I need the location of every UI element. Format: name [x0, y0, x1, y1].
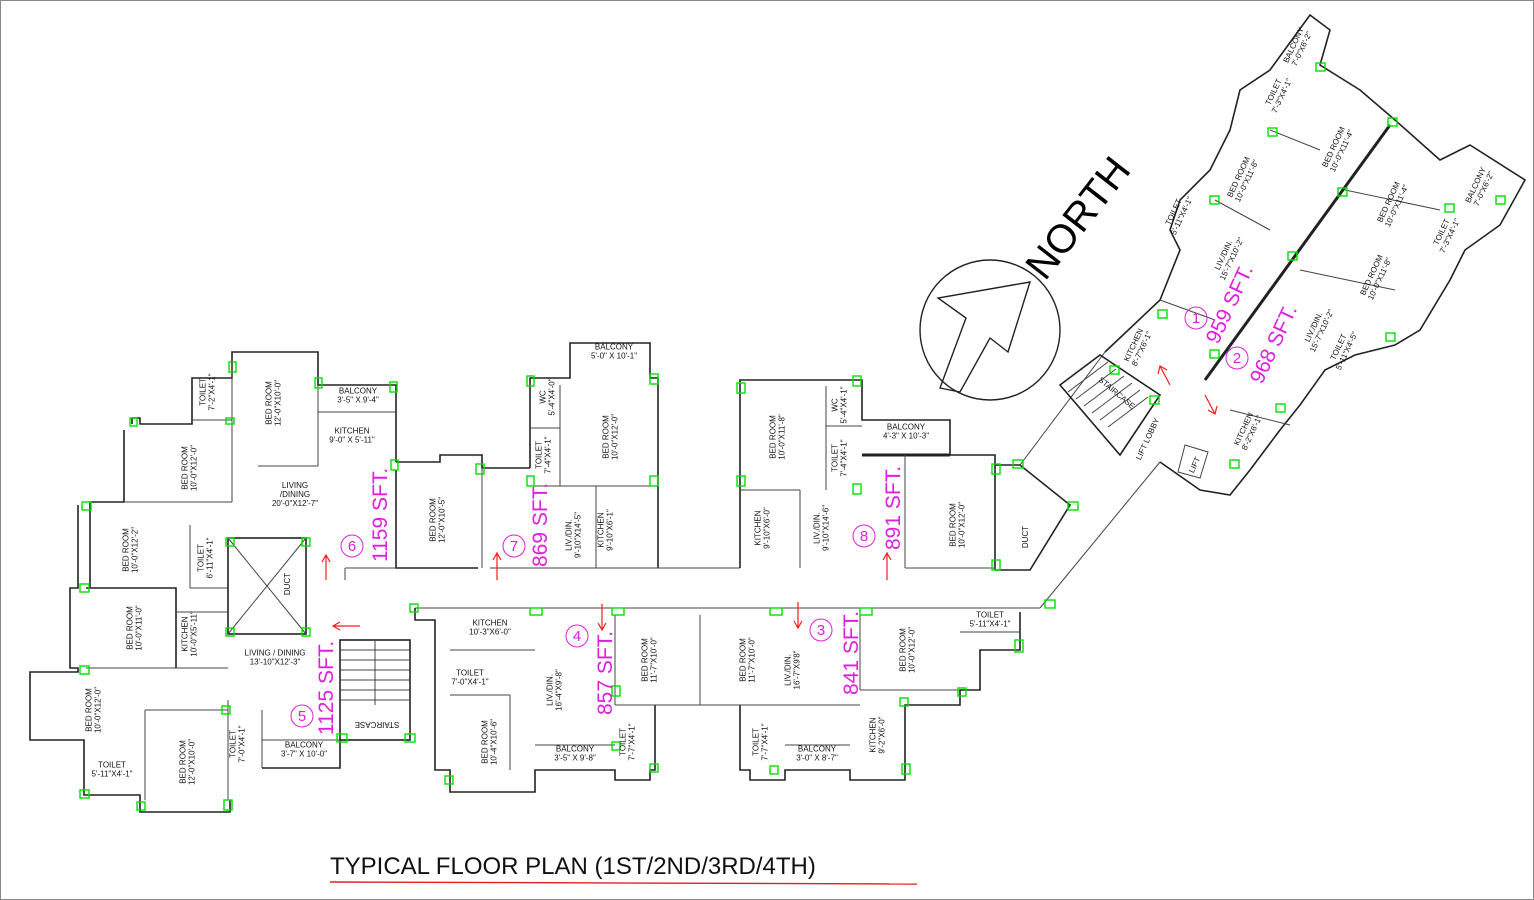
- unit-number-circle: [565, 624, 589, 648]
- room-label-lift-lobby: LIFT LOBBY: [1134, 416, 1162, 461]
- room-label-duct1: DUCT: [283, 573, 292, 595]
- unit-number-circle: [809, 618, 833, 642]
- unit-area: 959 SFT.: [1202, 261, 1258, 347]
- unit-number-circle: [1225, 346, 1249, 370]
- room-label-u5-toilet2: TOILET7'-0"X4'-1": [229, 725, 247, 762]
- room-label-u2-toilet1: TOILET7'-3"X4'-1": [1430, 213, 1462, 254]
- room-label-u8-kitchen: KITCHEN9'-10"X6'-0": [754, 507, 772, 549]
- room-label-u7-wc: WC5'-4"X4'-0": [539, 378, 557, 415]
- unit-number: 3: [817, 622, 825, 639]
- room-label-u2-bed2: BED ROOM10'-0"X11'-8": [1358, 252, 1394, 301]
- room-label-u1-toilet2: TOILET5'-11"X4'-1": [1161, 191, 1195, 236]
- unit-number-circle: [502, 534, 526, 558]
- room-label-u2-toilet2: TOILET5'-11"X4'-5": [1326, 326, 1360, 371]
- room-label-u3-kitchen: KITCHEN9'-2"X6'-0": [869, 716, 887, 753]
- unit-area: 891 SFT.: [882, 466, 905, 550]
- room-label-u3-toilet2: TOILET7'-7"X4'-1": [752, 723, 770, 760]
- unit-area: 1125 SFT.: [315, 641, 338, 735]
- room-label-u6-bed1: BED ROOM12'-0"X10'-0": [265, 380, 283, 426]
- title-underline: [329, 881, 918, 885]
- room-label-u5-bed3: BED ROOM10'-0"X12'-0": [85, 687, 103, 733]
- room-label-u5-bed4: BED ROOM12'-0"X10'-0": [179, 739, 197, 785]
- room-label-u4-living: LIV./DIN.16'-4"X9'-8": [546, 669, 564, 711]
- room-label-u7-bed: BED ROOM10'-0"X12'-0": [602, 414, 620, 460]
- room-label-u7-living: LIV./DIN.9'-10"X14'-5": [565, 512, 583, 558]
- north-symbol: NORTH: [919, 149, 1139, 401]
- room-label-duct2: DUCT: [1021, 526, 1030, 548]
- room-label-u8-toilet: TOILET7'-4"X4'-1": [831, 439, 849, 476]
- unit-8-label: 8 891 SFT.: [852, 466, 905, 550]
- room-label-u5-kitchen: KITCHEN10'-0"X5'-11": [181, 611, 199, 657]
- unit-number: 8: [860, 528, 868, 545]
- north-label: NORTH: [1017, 149, 1139, 288]
- room-label-u5-bed2: BED ROOM10'-0"X11'-0": [126, 605, 144, 651]
- room-label-u7-kitchen: KITCHEN9'-10"X6'-1": [597, 509, 615, 551]
- unit-4-label: 4 857 SFT.: [565, 624, 617, 715]
- room-label-u2-balcony: BALCONY7'-0"X6'-2": [1463, 165, 1496, 208]
- room-label-u3-living: LIV./DIN.16'-7"X9'8": [784, 650, 802, 689]
- unit-area: 869 SFT.: [529, 483, 552, 567]
- unit-area: 1159 SFT.: [369, 468, 392, 562]
- room-label-u7-toilet: TOILET7'-4"X4'-1": [535, 436, 553, 473]
- unit-number: 6: [348, 538, 356, 555]
- walls: [29, 13, 1527, 813]
- room-label-u3-bed1: BED ROOM11'-7"X10'-0": [739, 637, 757, 683]
- room-label-u3-bed2: BED ROOM10'-0"X12'-0": [899, 627, 917, 673]
- unit-number: 4: [573, 628, 581, 645]
- room-label-u1-bed1: BED ROOM10'-0"X11'-4": [1320, 124, 1356, 173]
- unit-number-circle: [1184, 306, 1208, 330]
- room-label-u2-kitchen: KITCHEN8'-2"X6'-1": [1232, 410, 1264, 451]
- room-label-lift: LIFT: [1187, 455, 1202, 474]
- unit-area: 841 SFT.: [840, 611, 863, 695]
- north-compass-circle: [919, 259, 1061, 401]
- north-arrow-icon: [936, 281, 1032, 393]
- room-label-u1-toilet1: TOILET7'-3"X4'-1": [1262, 73, 1294, 114]
- room-label-u6-bed2: BED ROOM10'-0"X12'-0": [181, 445, 199, 491]
- room-label-u2-living: LIV./DIN.15'-7"X10'-2": [1300, 304, 1336, 354]
- unit-number: 2: [1233, 350, 1241, 367]
- entry-arrows: [321, 365, 1218, 632]
- unit-5-label: 5 1125 SFT.: [290, 641, 338, 735]
- room-label-u1-bed2: BED ROOM10'-0"X11'-8": [1225, 154, 1261, 203]
- unit-3-label: 3 841 SFT.: [809, 611, 863, 695]
- room-label-u4-bed2: BED ROOM10'-4"X10'-6": [481, 719, 499, 765]
- room-label-u5-toilet1: TOILET6'-11"X4'-1": [197, 537, 215, 578]
- unit-6-label: 6 1159 SFT.: [340, 468, 392, 562]
- unit-number: 1: [1192, 310, 1200, 327]
- unit-number: 5: [298, 708, 306, 725]
- unit-number-circle: [852, 524, 876, 548]
- room-label-u8-living: LIV./DIN.9'-10"X14'-6": [813, 505, 831, 551]
- room-label-u6-bed3: BED ROOM12'-0"X10'-5": [429, 497, 447, 543]
- room-label-u8-bed2: BED ROOM10'-0"X12'-0": [949, 502, 967, 548]
- unit-number-circle: [340, 534, 364, 558]
- unit-area: 857 SFT.: [594, 631, 617, 715]
- room-label-u5-bed1: BED ROOM10'-0"X12'-2": [122, 527, 140, 573]
- pillars: [79, 62, 1506, 811]
- unit-7-label: 7 869 SFT.: [502, 483, 552, 567]
- room-label-u6-toilet: TOILET7'-2"X4'-1": [199, 373, 217, 410]
- room-label-u8-bed1: BED ROOM10'-0"X11'-8": [769, 414, 787, 460]
- drawing-title: TYPICAL FLOOR PLAN (1ST/2ND/3RD/4TH): [330, 853, 816, 880]
- room-label-u4-toilet2: TOILET7'-7"X4'-1": [619, 723, 637, 760]
- room-label-u8-wc: WC5'-4"X4'-1": [831, 386, 849, 423]
- room-label-u2-bed1: BED ROOM10'-0"X11'-4": [1375, 179, 1411, 228]
- room-label-staircase1: STAIRCASE: [355, 720, 400, 729]
- room-label-u4-bed1: BED ROOM11'-7"X10'-0": [641, 637, 659, 683]
- unit-number-circle: [290, 704, 314, 728]
- unit-number: 7: [510, 538, 518, 555]
